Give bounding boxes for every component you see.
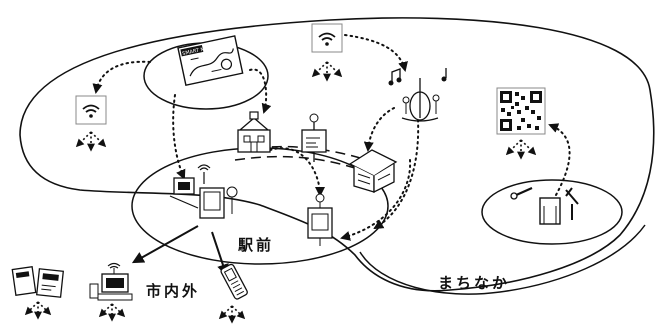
phone-broadcast-arrows (218, 305, 246, 324)
tourist-map-icon: SMART MAP (177, 35, 244, 86)
outgoing-arrows (131, 225, 229, 277)
shop-building-icon (348, 149, 398, 194)
machinaka-region-outline (359, 224, 646, 295)
station-building-icon (237, 111, 271, 153)
brochure-icon (11, 266, 65, 298)
repair-region-outline (481, 179, 623, 245)
street-dashes-lower (234, 155, 391, 183)
info-post-icon (307, 193, 333, 246)
digital-signage-kiosk-icon (169, 164, 238, 219)
qr-broadcast-arrows (505, 139, 537, 160)
wifi-broadcast-arrows (75, 131, 107, 152)
qr-code-icon (496, 87, 546, 135)
label-machinaka: まちなか (438, 274, 510, 292)
music-performance-icon (388, 68, 447, 122)
brochure-broadcast-arrows (24, 301, 52, 320)
info-signboard-icon (301, 113, 327, 162)
wifi-icon (311, 23, 343, 53)
wifi-icon (75, 95, 107, 125)
computer-terminal-icon (89, 262, 133, 301)
dotted-connections (92, 34, 571, 241)
repair-tools-icon (510, 186, 579, 225)
wifi-broadcast-arrows (311, 61, 343, 82)
mobile-phone-icon (220, 263, 248, 300)
outer-region-outline (19, 17, 655, 292)
map-card-title: SMART MAP (182, 45, 212, 57)
terminal-broadcast-arrows (98, 303, 126, 322)
label-shinaigai: 市内外 (146, 282, 200, 300)
label-ekimae: 駅前 (237, 236, 274, 254)
